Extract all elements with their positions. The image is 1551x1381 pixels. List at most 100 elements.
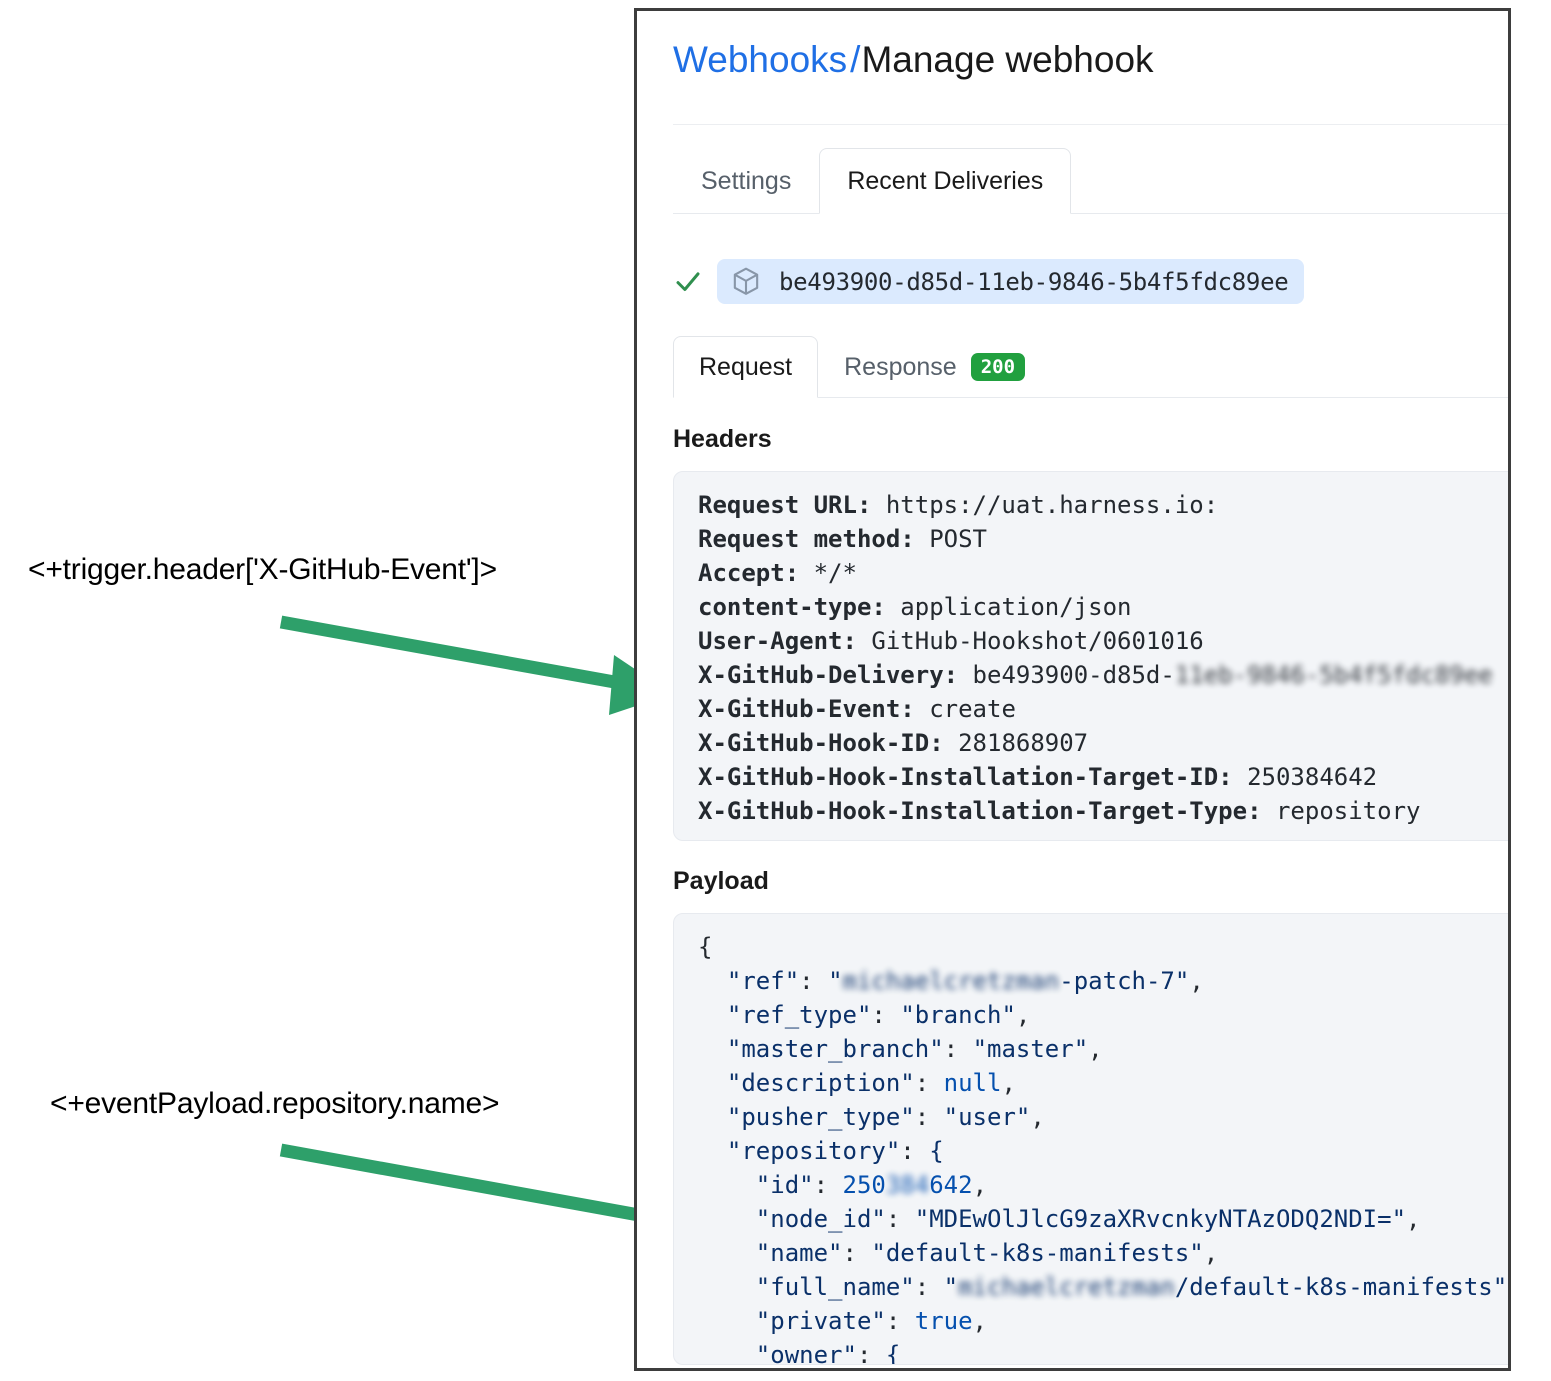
payload-value: "MDEwOlJlcG9zaXRvcnkyNTAzODQ2NDI=" [914,1205,1407,1233]
header-value: POST [914,525,987,553]
payload-value: null [943,1069,1002,1097]
redacted-text: 384 [885,1171,930,1199]
payload-line: "description": null, [726,1069,1016,1097]
delivery-row: be493900-d85d-11eb-9846-5b4f5fdc89ee [673,259,1305,304]
payload-value: { [929,1137,944,1165]
outer-tab-list: Settings Recent Deliveries [673,148,1072,214]
arrow-trigger-header [279,615,672,715]
header-key: Request URL: [698,491,872,519]
redacted-text: michaelcretzman [842,967,1060,995]
tab-settings[interactable]: Settings [673,148,819,214]
payload-line: "ref_type": "branch", [726,1001,1031,1029]
payload-line: "private": true, [755,1307,987,1335]
breadcrumb: Webhooks/Manage webhook [673,41,1154,78]
header-value: https://uat.harness.io: [871,491,1219,519]
payload-key: "node_id" [755,1205,886,1233]
tab-request-label: Request [699,352,793,381]
breadcrumb-divider [673,124,1508,125]
payload-value: "branch" [900,1001,1016,1029]
header-line: content-type: application/json [698,590,1508,624]
header-line: Request method: POST [698,522,1508,556]
payload-key: "master_branch" [726,1035,944,1063]
header-value: be493900-d85d- [958,661,1175,689]
header-line: Request URL: https://uat.harness.io: [698,488,1508,522]
tab-response-label: Response [844,352,957,381]
payload-key: "pusher_type" [726,1103,915,1131]
header-key: content-type: [698,593,886,621]
payload-value: "default-k8s-manifests" [871,1239,1204,1267]
payload-code-box: { "ref": "michaelcretzman-patch-7", "ref… [673,913,1508,1365]
payload-value: "michaelcretzman/default-k8s-manifests" [944,1273,1508,1301]
header-key: User-Agent: [698,627,857,655]
header-line: X-GitHub-Hook-Installation-Target-ID: 25… [698,760,1508,794]
header-value: GitHub-Hookshot/0601016 [856,627,1204,655]
inner-tab-list: Request Response 200 [673,336,1051,398]
payload-key: "private" [755,1307,886,1335]
payload-line: { [698,930,1508,964]
tab-recent-deliveries-label: Recent Deliveries [847,166,1044,195]
tab-recent-deliveries[interactable]: Recent Deliveries [819,148,1072,214]
header-line: X-GitHub-Delivery: be493900-d85d-11eb-98… [698,658,1508,692]
delivery-guid: be493900-d85d-11eb-9846-5b4f5fdc89ee [779,267,1289,296]
payload-line: "pusher_type": "user", [726,1103,1045,1131]
header-key: X-GitHub-Delivery: [698,661,959,689]
payload-value: "user" [943,1103,1031,1131]
headers-section-title: Headers [673,425,772,453]
header-key: X-GitHub-Event: [698,695,915,723]
payload-value: true [914,1307,973,1335]
payload-brace: { [698,933,713,961]
payload-line: "repository": { [726,1137,944,1165]
header-value: 250384642 [1232,763,1378,791]
header-key: X-GitHub-Hook-ID: [698,729,944,757]
redacted-text: michaelcretzman [958,1273,1175,1301]
header-key: X-GitHub-Hook-Installation-Target-Type: [698,797,1262,825]
payload-value: { [885,1341,901,1365]
payload-value: 250384642 [843,1171,973,1199]
payload-line: "ref": "michaelcretzman-patch-7", [698,964,1508,998]
header-value: application/json [885,593,1132,621]
payload-section-title: Payload [673,867,769,895]
status-badge: 200 [970,353,1026,381]
tab-response[interactable]: Response 200 [818,336,1051,398]
cube-icon [731,266,761,297]
annotation-label-event-payload: <+eventPayload.repository.name> [50,1087,500,1120]
tab-settings-label: Settings [701,166,792,195]
payload-line: "id": 250384642, [698,1168,1508,1202]
header-key: Request method: [698,525,915,553]
payload-value: "master" [972,1035,1089,1063]
annotation-label-trigger-header: <+trigger.header['X-GitHub-Event']> [28,553,497,586]
header-line: X-GitHub-Hook-Installation-Target-Type: … [698,794,1508,828]
payload-key: "name" [755,1239,843,1267]
header-line: Accept: */* [698,556,1508,590]
payload-line: "owner": { [698,1338,1508,1365]
payload-key: "ref" [726,967,800,995]
outer-tabs-rule [673,213,1508,214]
payload-line: "full_name": "michaelcretzman/default-k8… [698,1270,1508,1304]
payload-key: "full_name" [755,1273,915,1301]
check-icon [673,267,703,297]
header-key: X-GitHub-Hook-Installation-Target-ID: [698,763,1233,791]
inner-tabs-rule [673,397,1508,398]
payload-key: "owner" [755,1341,857,1365]
header-line: User-Agent: GitHub-Hookshot/0601016 [698,624,1508,658]
payload-line: "node_id": "MDEwOlJlcG9zaXRvcnkyNTAzODQ2… [755,1205,1421,1233]
header-value: 281868907 [943,729,1089,757]
payload-key: "repository" [726,1137,901,1165]
tab-request[interactable]: Request [673,336,819,398]
payload-key: "ref_type" [726,1001,872,1029]
payload-key: "id" [755,1171,814,1199]
webhook-screenshot-panel: Webhooks/Manage webhook Settings Recent … [634,8,1511,1371]
breadcrumb-link-webhooks[interactable]: Webhooks [673,39,848,80]
header-value: */* [799,559,857,587]
header-key: Accept: [698,559,800,587]
payload-line: "name": "default-k8s-manifests", [755,1239,1219,1267]
payload-value: "michaelcretzman-patch-7" [828,967,1189,995]
header-line: X-GitHub-Event: create [698,692,1508,726]
payload-key: "description" [726,1069,915,1097]
delivery-id-chip[interactable]: be493900-d85d-11eb-9846-5b4f5fdc89ee [717,259,1305,304]
redacted-text: 11eb-9846-5b4f5fdc89ee [1174,661,1493,689]
header-value: create [914,695,1016,723]
header-line: X-GitHub-Hook-ID: 281868907 [698,726,1508,760]
breadcrumb-separator: / [850,39,861,80]
headers-code-box: Request URL: https://uat.harness.io:Requ… [673,471,1508,841]
